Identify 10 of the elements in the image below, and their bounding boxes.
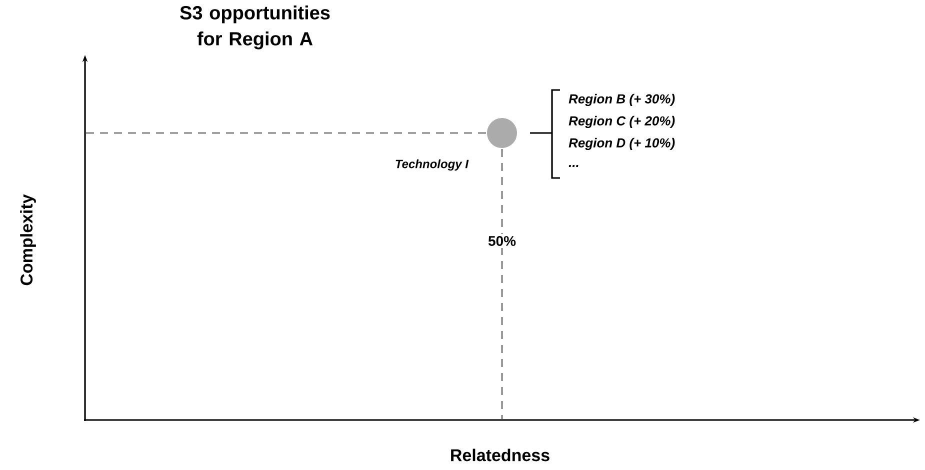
region-item: Region C (+ 20%) [568, 116, 675, 128]
data-point [487, 118, 517, 148]
region-item: ... [568, 165, 578, 167]
region-item: Region D (+ 10%) [568, 138, 675, 150]
region-item: Region B (+ 30%) [568, 94, 675, 106]
value-label: 50% [486, 234, 518, 248]
axis-title: Complexity [20, 194, 36, 286]
axis-title: Relatedness [451, 448, 550, 462]
title: S3 opportunities for Region A [180, 6, 330, 50]
point-label: Technology I [396, 159, 469, 171]
